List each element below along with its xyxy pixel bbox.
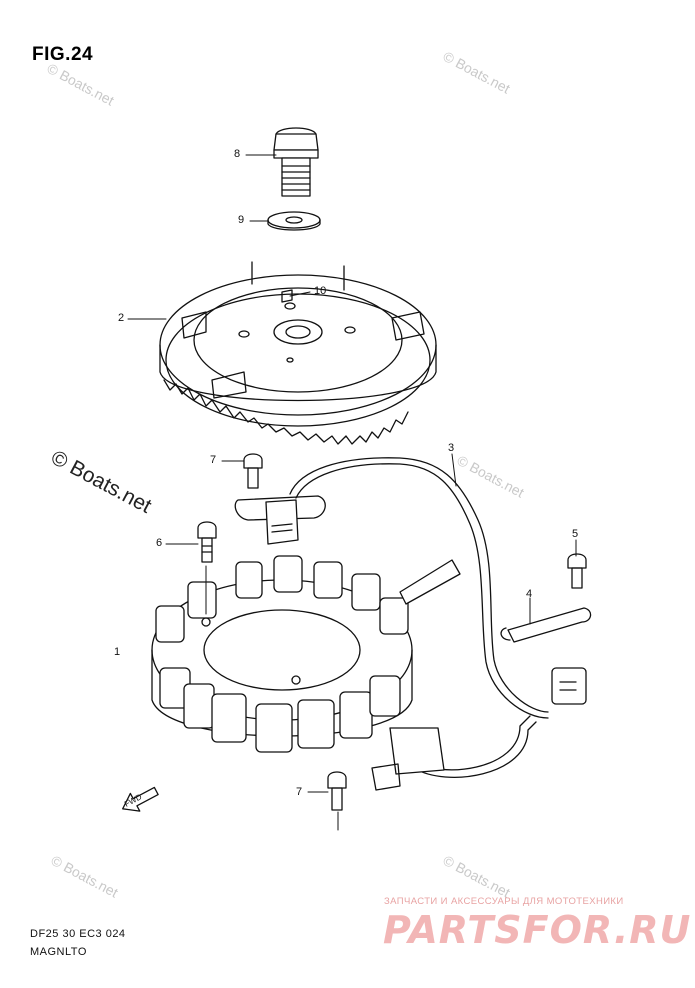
callout-5: 5 xyxy=(572,528,579,540)
model-code: DF25 30 EC3 024 xyxy=(30,928,126,940)
figure-title: FIG.24 xyxy=(32,44,94,65)
pulser-coil-bracket xyxy=(234,495,326,545)
shop-logo: PARTSFOR.RU xyxy=(383,908,692,952)
screw-part-7-lower xyxy=(327,771,347,811)
assembly-title: MAGNLTO xyxy=(30,946,87,958)
fwd-arrow-icon xyxy=(122,786,159,812)
leader-lines xyxy=(127,154,577,831)
callout-9: 9 xyxy=(238,214,245,226)
bolt-part-8 xyxy=(273,127,319,197)
callout-8: 8 xyxy=(234,148,241,160)
stator-part-1 xyxy=(151,555,413,753)
washer-part-9 xyxy=(267,211,321,231)
bracket-part-4 xyxy=(500,607,592,643)
callout-7-upper: 7 xyxy=(210,454,217,466)
screw-part-7-upper xyxy=(243,453,263,489)
callout-3: 3 xyxy=(448,442,455,454)
screw-part-6 xyxy=(197,521,217,563)
wire-harness-part-3 xyxy=(289,457,587,791)
screw-part-5 xyxy=(567,553,587,589)
callout-7-lower: 7 xyxy=(296,786,303,798)
callout-2: 2 xyxy=(118,312,125,324)
flywheel-part-2 xyxy=(159,261,437,445)
callout-4: 4 xyxy=(526,588,533,600)
shop-tagline: ЗАПЧАСТИ И АКСЕССУАРЫ ДЛЯ МОТОТЕХНИКИ xyxy=(384,896,624,907)
callout-10: 10 xyxy=(314,285,327,297)
callout-1: 1 xyxy=(114,646,121,658)
callout-6: 6 xyxy=(156,537,163,549)
